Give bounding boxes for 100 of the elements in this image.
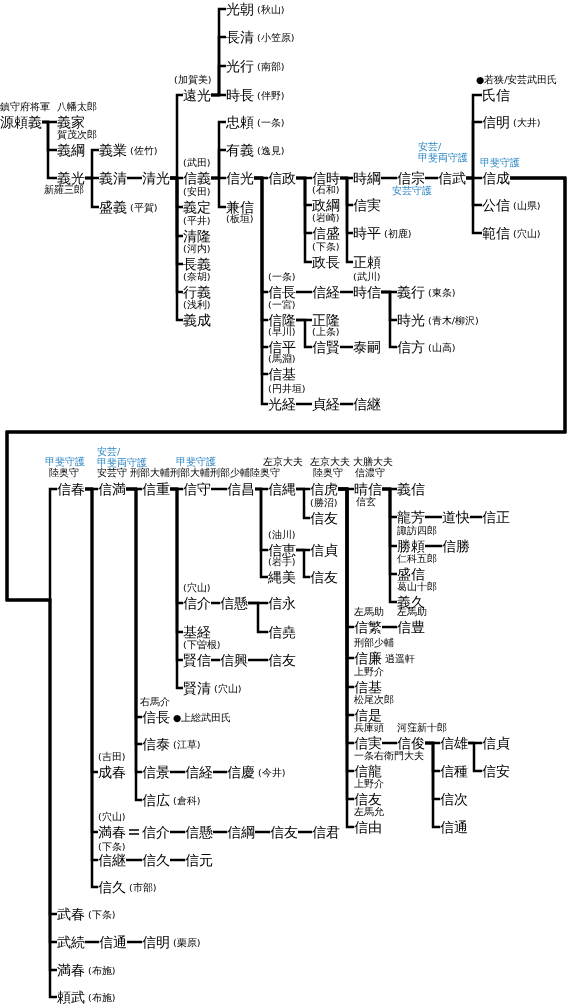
person-name: 貞経: [312, 397, 340, 411]
connector-line: [468, 741, 482, 773]
person-name: 義光: [57, 171, 85, 185]
person-name: 信友: [310, 570, 338, 584]
person-name: 信盛: [312, 226, 340, 240]
annotation-label: 上野介: [354, 779, 384, 790]
annotation-label: (下曽根): [183, 640, 221, 651]
connector-line: [85, 940, 99, 944]
person-name: 信龍: [354, 764, 382, 778]
connector-line: [170, 858, 185, 862]
connector-line: [211, 93, 226, 97]
annotation-label: (穴山): [513, 229, 541, 240]
person-name: 信堯: [268, 625, 296, 639]
person-name: 信武: [438, 171, 466, 185]
annotation-label: (円井垣): [268, 384, 306, 395]
person-name: 信基: [354, 680, 382, 694]
annotation-label: (岩崎): [312, 213, 340, 224]
person-name: 信恵: [268, 543, 296, 557]
person-name: 信平: [268, 340, 296, 354]
person-name: 勝頼: [397, 539, 425, 553]
annotation-label: (佐竹): [130, 146, 158, 157]
connector-line: [296, 290, 312, 294]
annotation-label: (布施): [88, 966, 116, 977]
person-name: 信経: [185, 765, 213, 779]
person-name: 信基: [268, 367, 296, 381]
person-name: 信友: [354, 792, 382, 806]
annotation-label: 葛山十郎: [397, 582, 437, 593]
person-name: 信雄: [440, 736, 468, 750]
person-name: 義業: [99, 143, 127, 157]
connector-line: [340, 345, 353, 349]
connector-line: [296, 176, 312, 264]
annotation-label: (馬淵): [268, 354, 296, 365]
annotation-label: 鎮守府将軍: [0, 102, 50, 113]
connector-line: [296, 402, 312, 406]
person-name: 盛義: [99, 200, 127, 214]
annotation-label: (平井): [183, 216, 211, 227]
annotation-label: (岩手): [268, 557, 296, 568]
annotation-label: (河内): [183, 244, 211, 255]
person-name: 信守: [183, 482, 211, 496]
connector-line: [211, 601, 220, 605]
person-name: 信継: [98, 853, 126, 867]
annotation-label: 刑部少輔: [354, 638, 394, 649]
person-name: 信君: [312, 825, 340, 839]
annotation-label: (勝沼): [310, 498, 338, 509]
annotation-label: 信玄: [356, 497, 376, 508]
annotation-label: (一宮): [268, 300, 296, 311]
person-name: 信泰: [142, 737, 170, 751]
person-name: 信光: [226, 171, 254, 185]
annotation-label: (油川): [268, 530, 296, 541]
person-name: 信満: [98, 482, 126, 496]
person-name: 信永: [268, 596, 296, 610]
annotation-label: 河窪新十郎: [397, 723, 447, 734]
annotation-label: 松尾次郎: [354, 695, 394, 706]
annotation-label: 右馬介: [140, 697, 170, 708]
person-name: 信是: [354, 708, 382, 722]
annotation-label: 左京大夫: [263, 457, 303, 468]
annotation-label: (江草): [173, 740, 201, 751]
connector-line: [170, 830, 185, 834]
annotation-label: (初鹿): [384, 229, 412, 240]
person-name: 道快: [442, 510, 470, 524]
annotation-label: (穴山): [183, 583, 211, 594]
person-name: 政綱: [312, 198, 340, 212]
annotation-label: ●若狭/安芸武田氏: [476, 75, 558, 86]
person-name: 信久: [98, 880, 126, 894]
person-name: 信繁: [354, 620, 382, 634]
person-name: 光朝: [226, 2, 254, 16]
annotation-label: (石和): [312, 185, 340, 196]
connector-line: [296, 487, 310, 520]
connector-line: [170, 176, 183, 322]
connector-line: [340, 402, 353, 406]
connector-line: [170, 770, 185, 774]
person-name: 武続: [57, 935, 85, 949]
person-name: 信次: [440, 792, 468, 806]
person-name: 賢信: [183, 653, 211, 667]
person-name: 頼武: [57, 990, 85, 1004]
connector-line: [211, 487, 227, 491]
person-name: 信友: [270, 825, 298, 839]
person-name: 信懸: [185, 825, 213, 839]
person-name: 信長: [142, 710, 170, 724]
annotation-label: (安田): [183, 187, 211, 198]
person-name: 信由: [354, 820, 382, 834]
connector-line: [425, 544, 442, 548]
person-name: 光経: [268, 397, 296, 411]
person-name: 信元: [185, 853, 213, 867]
person-name: 信種: [440, 764, 468, 778]
person-name: 信友: [268, 653, 296, 667]
connector-line: [213, 830, 227, 834]
person-name: 満春: [98, 825, 126, 839]
connector-line: [296, 318, 312, 349]
person-name: 信通: [440, 820, 468, 834]
person-name: 義行: [397, 285, 425, 299]
annotation-label: (加賀美): [174, 75, 212, 86]
annotation-label: 安芸守: [97, 468, 127, 479]
annotation-label: 陸奥守: [313, 468, 343, 479]
connector-line: [340, 290, 353, 294]
person-name: 信勝: [442, 539, 470, 553]
annotation-label: (栗原): [173, 938, 201, 949]
annotation-label: (市部): [129, 883, 157, 894]
annotation-label: 陸奥守: [49, 468, 79, 479]
annotation-label: (山県): [513, 201, 541, 212]
